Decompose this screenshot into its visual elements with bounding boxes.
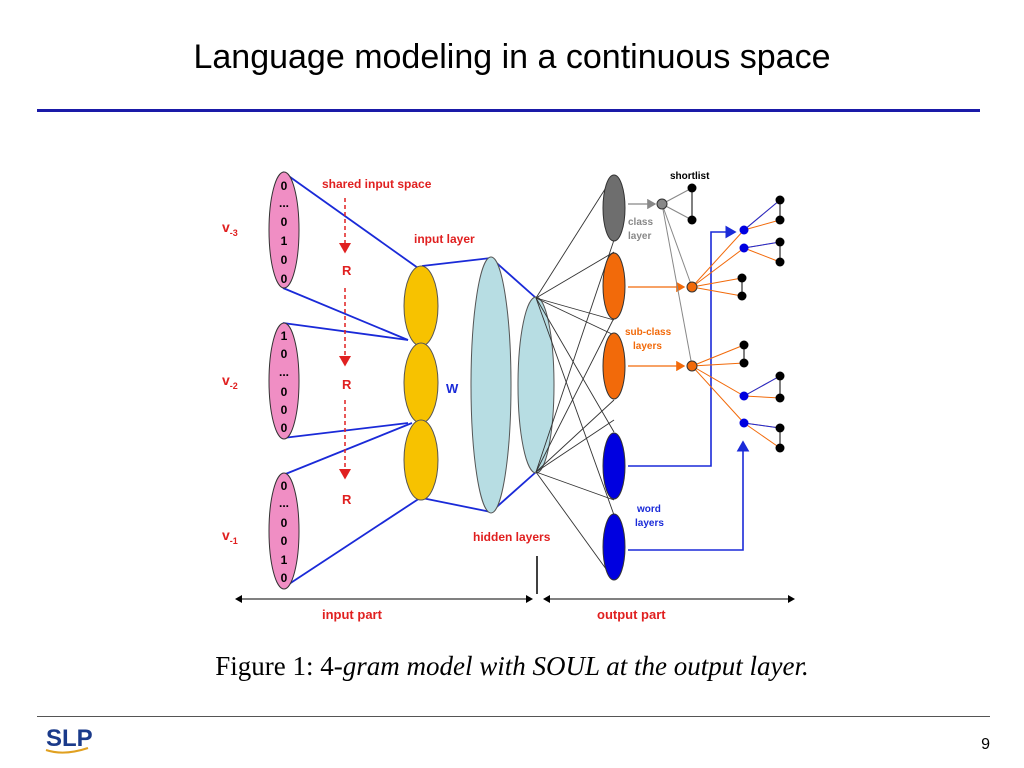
context-word-v-1: 0 ... 0 0 1 0: [268, 472, 300, 590]
bit-v1-0: 0: [281, 479, 288, 493]
label-r-3: R: [342, 492, 352, 507]
label-v-2: v-2: [222, 372, 238, 391]
label-subclass-2: layers: [633, 341, 662, 352]
caption-number: 4: [320, 651, 334, 681]
bit-v3-0: 0: [281, 179, 288, 193]
label-r-1: R: [342, 263, 352, 278]
label-v-3: v-3: [222, 219, 238, 238]
label-output-part: output part: [597, 607, 666, 622]
caption-prefix: Figure 1:: [215, 651, 314, 681]
context-word-v-3: 0 ... 0 1 0 0: [268, 171, 300, 289]
label-input-layer: input layer: [414, 232, 475, 246]
label-r-2: R: [342, 377, 352, 392]
label-class-layer-1: class: [628, 217, 653, 228]
bit-v1-1: ...: [279, 496, 289, 510]
bit-v2-5: 0: [281, 421, 288, 435]
label-v-1: v-1: [222, 527, 238, 546]
label-hidden-layers: hidden layers: [473, 530, 551, 544]
bit-v2-2: ...: [279, 365, 289, 379]
word-arrow-1: [628, 225, 737, 467]
hidden-output-connections: [535, 174, 615, 581]
label-class-layer-2: layer: [628, 231, 651, 242]
bit-v2-1: 0: [281, 347, 288, 361]
bit-v2-0: 1: [281, 329, 288, 343]
word-arrow-2: [628, 440, 750, 551]
label-w: W: [446, 381, 459, 396]
input-layer-nodes: [403, 265, 439, 501]
output-tree: [656, 183, 785, 453]
bit-v1-3: 0: [281, 534, 288, 548]
output-layers: [602, 174, 626, 581]
hidden-layers: [470, 256, 555, 514]
label-subclass-1: sub-class: [625, 327, 672, 338]
context-word-v-2: 1 0 ... 0 0 0: [268, 322, 300, 440]
bit-v3-2: 0: [281, 215, 288, 229]
bit-v2-3: 0: [281, 385, 288, 399]
label-input-part: input part: [322, 607, 383, 622]
input-projection-lines: [282, 171, 537, 589]
bit-v3-3: 1: [281, 234, 288, 248]
page-number: 9: [981, 736, 990, 753]
bit-v3-5: 0: [281, 272, 288, 286]
bit-v1-2: 0: [281, 516, 288, 530]
label-word-layers-1: word: [636, 504, 661, 515]
label-word-layers-2: layers: [635, 518, 664, 529]
label-shortlist: shortlist: [670, 171, 710, 182]
caption-text: -gram model with SOUL at the output laye…: [333, 651, 809, 681]
footer-divider: [37, 716, 990, 717]
bit-v1-5: 0: [281, 571, 288, 585]
figure-caption: Figure 1: 4-gram model with SOUL at the …: [0, 651, 1024, 682]
slp-logo-text: SLP: [46, 725, 93, 752]
bit-v2-4: 0: [281, 403, 288, 417]
bit-v3-1: ...: [279, 196, 289, 210]
bit-v3-4: 0: [281, 253, 288, 267]
page-title: Language modeling in a continuous space: [193, 38, 831, 76]
label-shared-input-space: shared input space: [322, 177, 432, 191]
title-divider: [37, 109, 980, 112]
slp-logo: SLP: [45, 725, 93, 754]
bit-v1-4: 1: [281, 553, 288, 567]
